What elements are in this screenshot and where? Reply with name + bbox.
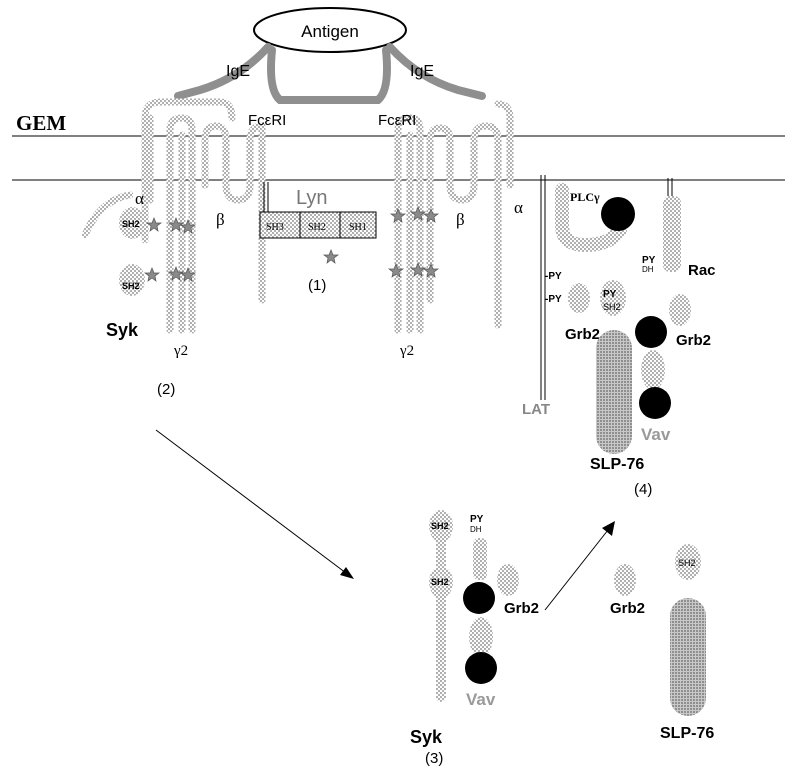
ige-right-chain-2 [326,46,391,104]
phospho-stars-right [387,206,440,278]
c-slp76-label: SLP-76 [660,725,714,742]
ige-right-label: IgE [410,63,434,80]
ige-right-chain [386,43,486,100]
step2-label: (2) [157,381,175,398]
vav-middle-domain [641,350,665,390]
c-grb2-label: Grb2 [610,600,645,617]
lyn-sh1-label: SH1 [349,222,367,233]
phospho-stars-left [143,217,197,282]
lyn-kinase [259,182,377,239]
plc-gamma-dark-domain [601,197,635,231]
ige-left-chain [174,43,272,100]
b-syk-sh2-bottom [429,566,453,598]
gem-label: GEM [16,111,66,135]
step3-label: (3) [425,750,443,767]
slp76-sh2-label: SH2 [603,302,621,312]
lat-py2-label: -PY [545,294,562,305]
alpha-left-label: α [135,189,144,208]
arrow-to-step4 [544,529,609,611]
fceri-right-receptor [394,100,514,334]
slp76-sh2-domain [600,280,626,316]
rac-py-label: PY [642,255,656,266]
c-slp76-sh2-domain [675,544,701,580]
vav-dark-domain-1 [635,316,667,348]
plc-gamma-label: PLCγ [570,190,600,204]
step1-label: (1) [308,277,326,294]
lyn-sh2-label: SH2 [308,222,326,233]
gamma-left-label: γ2 [173,343,188,359]
rac-chain [667,178,673,196]
fceri-left-receptor [81,98,266,334]
beta-left-label: β [216,210,225,229]
b-syk-top-stem [436,512,446,702]
beta-right-label: β [456,210,465,229]
b-dh-label: DH [470,525,482,534]
b-syk-sh2-top [429,510,453,542]
alpha-right-label: α [514,198,523,217]
lyn-star [322,249,340,264]
b-vav-label: Vav [466,690,496,709]
b-vav-dark-2 [465,652,497,684]
grb2-1-label: Grb2 [565,326,600,343]
slp76-body [596,330,632,454]
lyn-sh3-label: SH3 [266,222,284,233]
rac-dh-label: DH [642,265,654,274]
b-syk-label: Syk [410,727,443,747]
plc-gamma-shape [555,183,627,253]
slp76-py-label: PY [603,289,617,300]
arrow-to-step3-head [340,567,354,579]
grb2-right-domain [669,294,691,326]
b-grb2-domain [497,564,519,596]
c-grb2-domain [614,564,636,596]
grb2-top-left-domain [568,283,590,313]
syk-sh2-top-domain [119,207,145,239]
lat-chain [540,175,546,400]
syk-label: Syk [106,320,139,340]
ige-left-label: IgE [226,63,250,80]
b-vav-top-stem [473,538,487,580]
vav-label: Vav [641,425,671,444]
gamma-right-label: γ2 [399,343,414,359]
syk-sh2-top-label: SH2 [122,219,140,229]
fceri-right-label: FcεRI [378,112,416,129]
grb2-2-label: Grb2 [676,332,711,349]
b-syk-sh2-top-label: SH2 [431,521,449,531]
lat-label: LAT [522,401,550,418]
ige-left-chain-2 [267,46,334,104]
lyn-label: Lyn [296,187,328,209]
c-slp76-body [670,598,706,716]
b-grb2-label: Grb2 [504,600,539,617]
lat-py1-label: -PY [545,271,562,282]
b-py-label: PY [470,514,484,525]
syk-sh2-bottom-domain [119,264,145,296]
b-vav-middle [469,617,493,657]
rac-label: Rac [688,262,716,279]
vav-dark-domain-2 [639,387,671,419]
arrow-to-step4-head [602,521,615,536]
slp76-label: SLP-76 [590,456,644,473]
arrow-to-step3 [155,429,347,574]
rac-body [663,196,681,272]
b-syk-sh2-bottom-label: SH2 [431,577,449,587]
step4-label: (4) [634,481,652,498]
antigen-ellipse [253,7,407,53]
antigen-label: Antigen [301,22,359,41]
c-sh2-label: SH2 [678,558,696,568]
syk-sh2-bottom-label: SH2 [122,281,140,291]
b-vav-dark-1 [463,582,495,614]
fceri-left-label: FcεRI [248,112,286,129]
